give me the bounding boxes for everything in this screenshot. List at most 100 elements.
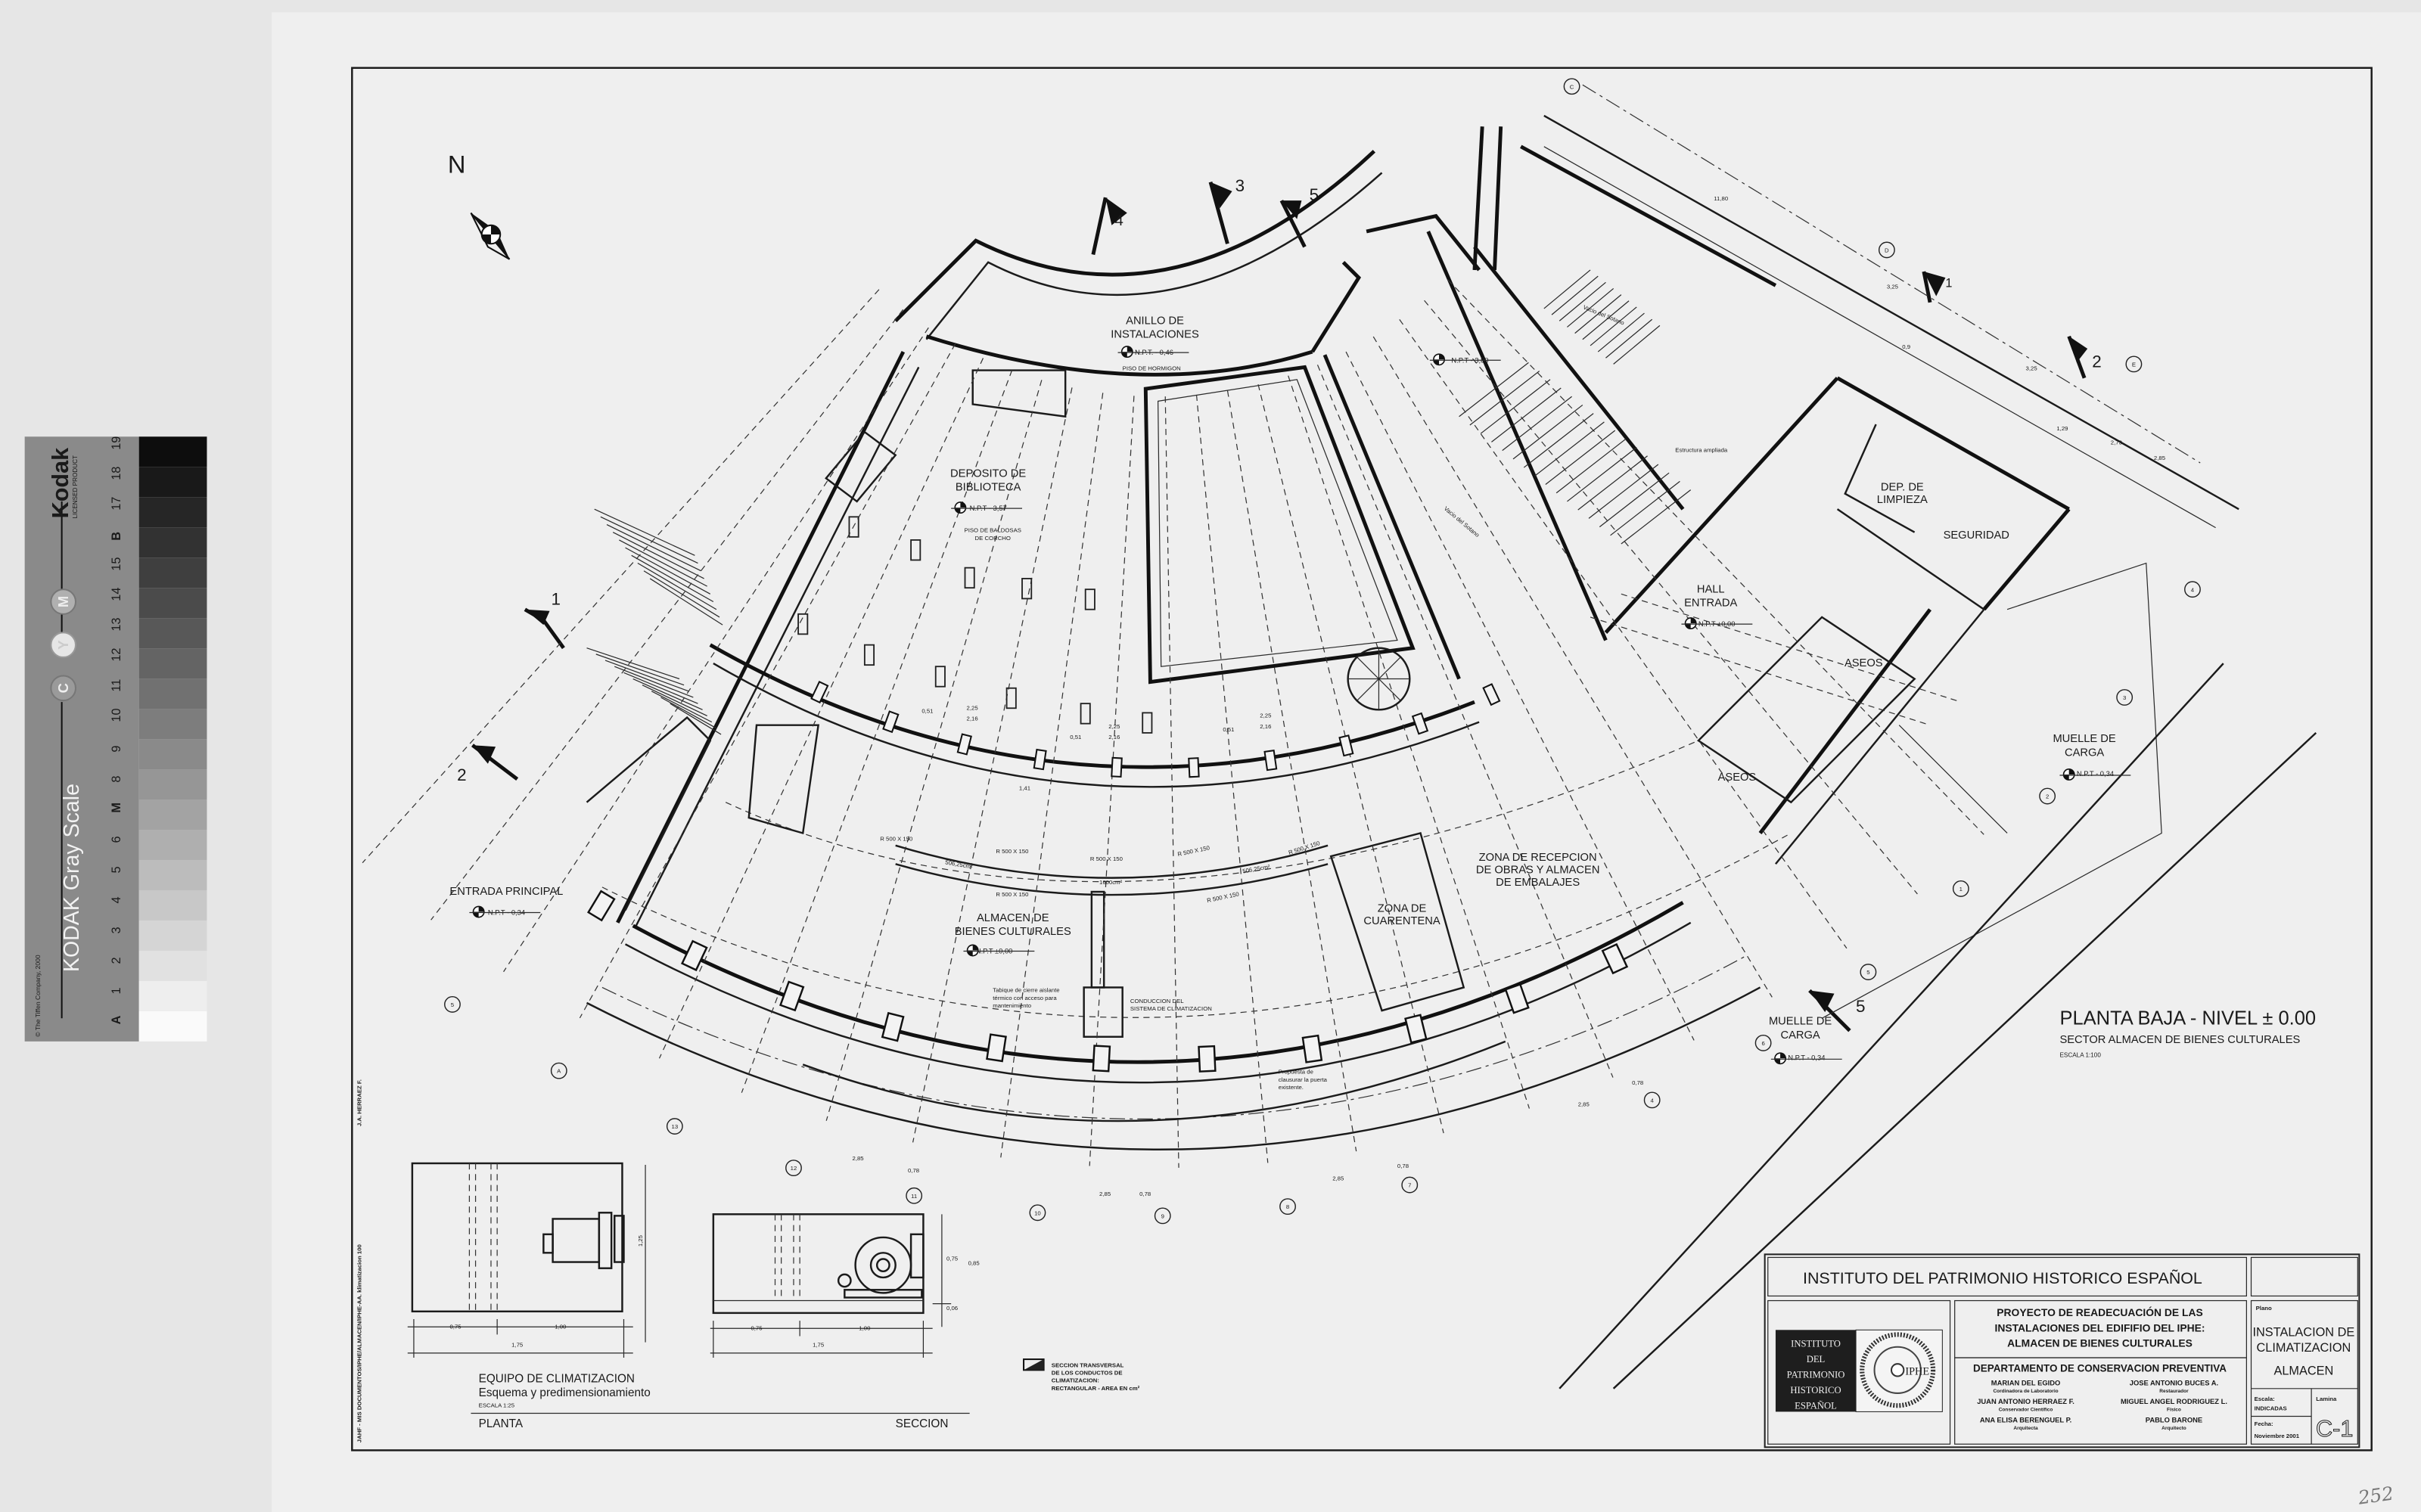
author-initials: J.A. HERRAEZ F.	[356, 1079, 363, 1126]
stair-tread	[1621, 489, 1692, 545]
dimension-label: 2,25	[1260, 713, 1271, 719]
radial-grid-line	[1288, 375, 1531, 1109]
plano-line-3: ALMACEN	[2273, 1364, 2333, 1377]
stair-tread	[1459, 362, 1529, 418]
team-member-role: Arquitecta	[2013, 1426, 2038, 1431]
legend-line-2: DE LOS CONDUCTOS DE	[1052, 1369, 1123, 1376]
column	[810, 681, 829, 704]
plano-line-2: CLIMATIZACION	[2256, 1341, 2351, 1355]
column	[1301, 1034, 1323, 1063]
propuesta-note-1: Propuesta de	[1279, 1069, 1313, 1076]
radial-grid-line	[579, 343, 956, 1019]
lamina-value: C-1	[2316, 1416, 2353, 1442]
dimension-label: 0,78	[1397, 1163, 1409, 1169]
equipment-plan-label: PLANTA	[479, 1417, 524, 1430]
recepcion-label-1: ZONA DE RECEPCION	[1479, 852, 1597, 864]
grid-axis-bubble	[1029, 1204, 1046, 1222]
exterior-step	[642, 685, 707, 717]
propuesta-note-3: existente.	[1279, 1084, 1304, 1091]
column	[1111, 756, 1123, 778]
level-symbol-fill	[2063, 768, 2074, 781]
exterior-step	[660, 697, 717, 729]
duct-area: 1600cm²	[1099, 879, 1123, 886]
pencil-note: 252	[2356, 1483, 2395, 1509]
dimension-label: 0,78	[1632, 1079, 1643, 1086]
grid-axis-label: 5	[1866, 969, 1869, 976]
dim-sec-h2: 0,85	[968, 1260, 980, 1267]
north-arrow: N	[448, 150, 511, 260]
storage-rack	[1021, 578, 1033, 600]
radial-grid-line	[362, 289, 880, 864]
level-symbol-fill	[967, 945, 978, 956]
north-label: N	[448, 150, 466, 178]
dim-a: 0,75	[449, 1323, 461, 1330]
kodak-copyright: © The Tiffen Company, 2000	[34, 955, 42, 1037]
section-marker-1b: 1	[1922, 271, 1953, 303]
dimension-label: 2,85	[1578, 1101, 1590, 1108]
grid-axis-bubble	[2184, 581, 2201, 598]
escala-label: Escala:	[2255, 1396, 2275, 1402]
dimension-label: 1,41	[1019, 784, 1030, 791]
section-label: 1	[1945, 276, 1952, 290]
column	[680, 939, 708, 972]
recepcion-label-3: DE EMBALAJES	[1496, 877, 1580, 889]
scale-label: 9	[110, 746, 123, 753]
radial-grid-line	[1257, 383, 1444, 1134]
stair-tread	[1577, 455, 1648, 511]
muelle-2-label-1: MUELLE DE	[1769, 1015, 1832, 1027]
radial-grid-line	[912, 387, 1073, 1143]
scale-label: 18	[110, 467, 123, 480]
radial-grid-line	[658, 358, 984, 1059]
exterior-step	[604, 660, 689, 692]
column	[1601, 942, 1629, 975]
radial-grid-line	[1345, 351, 1695, 1041]
radial-grid-line	[1089, 396, 1135, 1166]
level-symbols	[469, 346, 2131, 1065]
scale-label: 19	[110, 436, 123, 450]
exterior-step	[586, 647, 680, 680]
gray-patch	[138, 1011, 207, 1042]
grid-axis-label: 4	[2191, 586, 2195, 593]
dimension-label: 3,25	[1887, 283, 1898, 290]
logo-text: ESPAÑOL	[1795, 1400, 1837, 1411]
stair-tread	[1574, 294, 1622, 334]
radial-grid-line	[1316, 365, 1614, 1078]
muelle-1-level: N.P.T - 0,34	[2077, 770, 2114, 778]
biblioteca-label-1: DEPOSITO DE	[950, 467, 1026, 480]
legend-line-4: RECTANGULAR - AREA EN cm²	[1052, 1385, 1140, 1392]
exterior-step	[649, 578, 723, 626]
paper-sheet	[272, 12, 2421, 1512]
column	[1338, 734, 1354, 757]
duct-size: R 500 X 150	[880, 836, 912, 843]
iphe-logo: INSTITUTO DEL PATRIMONIO HISTORICO ESPAÑ…	[1775, 1329, 1943, 1412]
exterior-step	[594, 508, 695, 556]
scale-label: 10	[110, 708, 123, 722]
exterior-step	[619, 539, 707, 587]
exterior-step	[612, 532, 704, 579]
scale-label: M	[110, 803, 123, 813]
dimension-label: 0,78	[908, 1167, 919, 1174]
stair-tread	[1590, 306, 1637, 346]
estructura-note: Estructura ampliada	[1675, 447, 1728, 454]
stair-tread	[1491, 387, 1562, 442]
biblioteca-label-2: BIBLIOTECA	[956, 482, 1021, 494]
grid-axis-bubble	[1401, 1176, 1419, 1194]
level-symbol-fill	[1433, 354, 1445, 365]
sheet-title: PLANTA BAJA - NIVEL ± 0.00 SECTOR ALMACE…	[2059, 1007, 2316, 1058]
stair-tread	[1551, 275, 1599, 315]
level-symbol-fill	[1774, 1053, 1786, 1064]
limpieza-label-2: LIMPIEZA	[1877, 494, 1928, 506]
stair-tread	[1555, 438, 1627, 494]
team-member-role: Cordinadora de Laboratorio	[1993, 1389, 2058, 1394]
grid-axis-label: 3	[2123, 694, 2126, 701]
column	[1198, 1045, 1217, 1073]
grid-axis-bubble	[2125, 355, 2143, 373]
gray-patch	[138, 497, 207, 528]
grid-axis-bubble	[1643, 1091, 1661, 1109]
scale-label: 2	[110, 957, 123, 964]
muelle-2-level: N.P.T - 0,34	[1788, 1054, 1825, 1061]
grid-axis-bubble	[1563, 78, 1580, 95]
dimension-label: 11,80	[1714, 195, 1728, 202]
exterior-step	[606, 523, 701, 572]
radial-grid-line	[741, 370, 1013, 1093]
